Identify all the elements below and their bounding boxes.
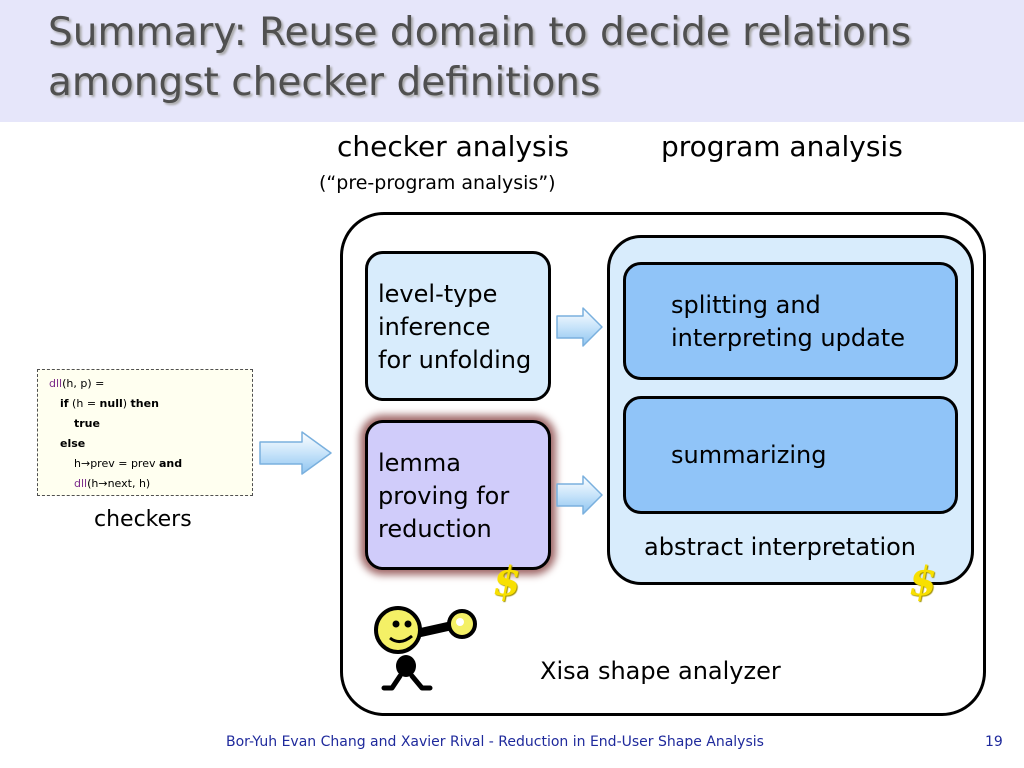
arrow-to-analyzer-icon [259,431,332,475]
code-line-5: h→prev = prev and [49,454,252,474]
code-fn: dll [49,377,63,390]
slide-title: Summary: Reuse domain to decide relation… [48,8,1008,108]
code-text: (h = [68,397,100,410]
code-keyword: true [74,417,100,430]
dollar-sign-icon: $ [493,558,521,605]
abstract-interpretation-label: abstract interpretation [644,533,917,561]
code-line-3: true [49,414,252,434]
code-text: h→prev = prev [74,457,159,470]
checkers-caption: checkers [94,507,192,532]
splitting-label: splitting and interpreting update [671,289,905,355]
summarizing-label: summarizing [671,441,827,469]
page-number: 19 [985,734,1003,750]
xisa-shape-analyzer-label: Xisa shape analyzer [540,657,781,685]
title-line-2: amongst checker definitions [48,60,601,105]
lemma-line-2: proving for [378,482,510,510]
summarizing-box [623,396,958,514]
code-line-2: if (h = null) then [49,394,252,414]
level-type-line-3: for unfolding [378,346,532,374]
title-line-1: Summary: Reuse domain to decide relation… [48,10,912,55]
code-fn: dll [74,477,88,490]
code-keyword: null [99,397,123,410]
code-keyword: else [60,437,86,450]
code-line-4: else [49,434,252,454]
code-text: (h, p) = [62,377,105,390]
lemma-line-3: reduction [378,515,492,543]
code-line-6: dll(h→next, h) [49,474,252,494]
lemma-proving-box [365,420,551,570]
footer-credit: Bor-Yuh Evan Chang and Xavier Rival - Re… [226,734,764,750]
dollar-sign-icon: $ [909,558,937,605]
lemma-line-1: lemma [378,449,461,477]
level-type-inference-box [365,251,551,401]
code-text: (h→next, h) [87,477,151,490]
code-keyword: then [130,397,159,410]
code-keyword: if [60,397,69,410]
level-type-line-1: level-type [378,280,498,308]
arrow-lemma-icon [556,475,603,515]
splitting-line-1: splitting and [671,291,821,319]
title-band [0,0,1024,122]
checker-code-box: dll(h, p) = if (h = null) then true else… [37,369,253,496]
program-analysis-header: program analysis [661,130,903,163]
xisa-mascot-icon [374,606,477,691]
code-text: ) [122,397,131,410]
code-keyword: and [158,457,183,470]
code-line-1: dll(h, p) = [49,374,252,394]
checker-analysis-header: checker analysis [337,130,569,163]
pre-program-analysis-subheader: (“pre-program analysis”) [319,172,556,194]
splitting-line-2: interpreting update [671,324,905,352]
level-type-inference-label: level-type inference for unfolding [378,278,531,377]
splitting-box [623,262,958,380]
level-type-line-2: inference [378,313,491,341]
arrow-level-type-icon [556,307,603,347]
lemma-proving-label: lemma proving for reduction [378,447,509,546]
